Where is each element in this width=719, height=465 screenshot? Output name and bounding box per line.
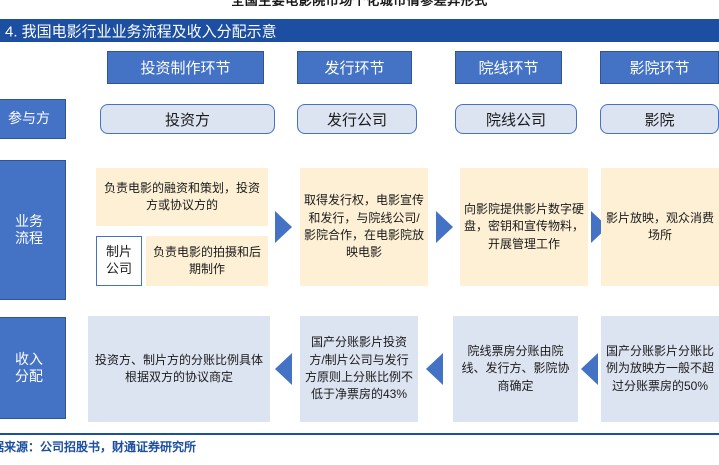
process-cell-cinema: 影片放映，观众消费场所 bbox=[601, 168, 719, 286]
row-label-revenue-line1: 收入 bbox=[15, 350, 43, 367]
process-cell-investment-bottom: 负责电影的拍摄和后期制作 bbox=[146, 236, 268, 286]
clipped-headline: 全国主要电影院市场个化城市情参差异形式 bbox=[0, 0, 719, 6]
process-studio-box-line1: 制片 bbox=[105, 244, 132, 260]
revenue-cell-investment: 投资方、制片方的分账比例具体根据双方的协议商定 bbox=[88, 316, 270, 422]
page-title: 4. 我国电影行业业务流程及收入分配示意 bbox=[5, 23, 277, 40]
participant-theater-chain-company[interactable]: 院线公司 bbox=[455, 104, 577, 134]
row-label-revenue-distribution: 收入 分配 bbox=[0, 317, 66, 419]
participant-distribution-company[interactable]: 发行公司 bbox=[297, 104, 417, 134]
section-title-bar: 4. 我国电影行业业务流程及收入分配示意 bbox=[0, 19, 719, 42]
row-label-business-process-line1: 业务 bbox=[15, 212, 43, 229]
row-label-participants: 参与方 bbox=[0, 99, 66, 139]
revenue-arrow-2-icon bbox=[426, 353, 443, 385]
revenue-cell-distribution: 国产分账影片投资方/制片公司与发行方原则上分账比例不低于净票房的43% bbox=[300, 316, 418, 422]
process-cell-distribution: 取得发行权，电影宣传和发行，与院线公司/影院合作，在电影院放映电影 bbox=[300, 168, 428, 286]
stage-button-investment-production[interactable]: 投资制作环节 bbox=[107, 51, 264, 84]
process-studio-box: 制片 公司 bbox=[96, 236, 142, 286]
row-label-business-process: 业务 流程 bbox=[0, 160, 66, 300]
process-arrow-2-icon bbox=[436, 211, 453, 243]
process-cell-investment-top: 负责电影的融资和策划，投资方或协议方的 bbox=[96, 168, 268, 226]
process-studio-box-line2: 公司 bbox=[105, 261, 132, 276]
revenue-arrow-3-icon bbox=[581, 353, 598, 385]
revenue-cell-cinema: 国产分账影片分账比例为放映方一般不超过分账票房的50% bbox=[601, 316, 719, 422]
stage-button-theater-chain[interactable]: 院线环节 bbox=[455, 51, 562, 84]
process-cell-theater-chain: 向影院提供影片数字硬盘，密钥和宣传物料，开展管理工作 bbox=[460, 168, 588, 286]
row-label-revenue-line2: 分配 bbox=[15, 368, 43, 384]
revenue-arrow-1-icon bbox=[275, 353, 292, 385]
participant-cinema[interactable]: 影院 bbox=[600, 104, 719, 134]
participant-investor[interactable]: 投资方 bbox=[100, 104, 275, 134]
row-label-business-process-line2: 流程 bbox=[15, 230, 43, 246]
footer-source: 据来源：公司招股书，财通证券研究所 bbox=[0, 440, 197, 454]
stage-button-cinema[interactable]: 影院环节 bbox=[600, 51, 719, 84]
revenue-cell-theater-chain: 院线票房分账由院线、发行方、影院协商确定 bbox=[453, 316, 578, 422]
process-arrow-1-icon bbox=[275, 211, 292, 243]
footer-divider bbox=[0, 433, 719, 435]
stage-button-distribution[interactable]: 发行环节 bbox=[297, 51, 412, 84]
